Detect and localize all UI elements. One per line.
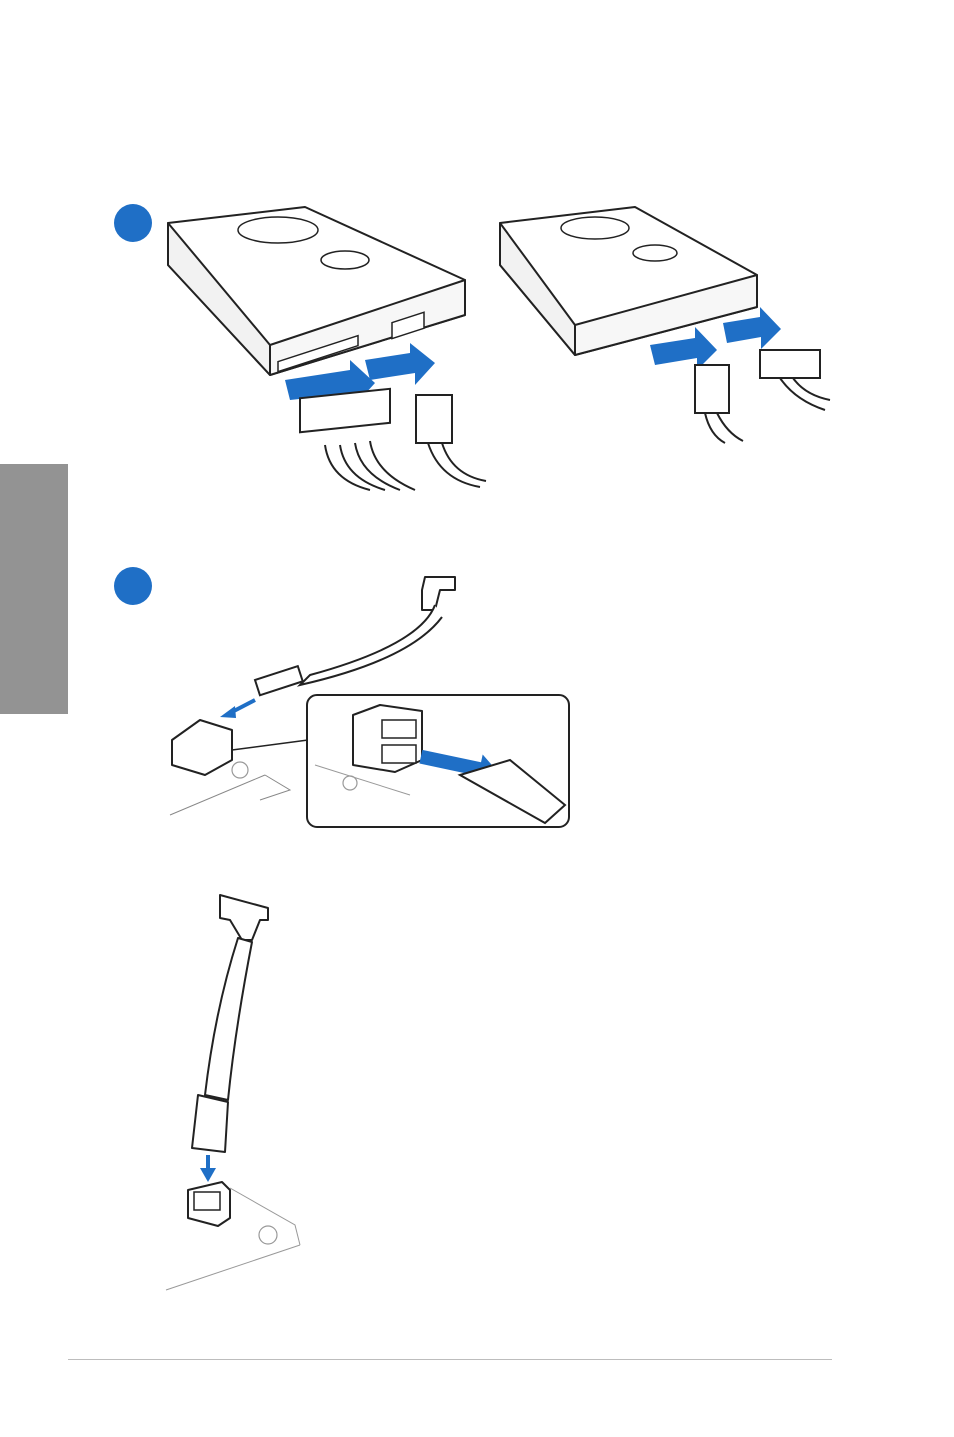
hdd-platter-left	[238, 217, 318, 243]
step-badge-2	[114, 567, 152, 605]
chapter-side-tab	[0, 464, 68, 714]
sata-motherboard-figure	[160, 565, 580, 835]
hdd-figure-left	[160, 195, 490, 495]
sata-vertical-figure	[160, 890, 320, 1300]
footer-divider	[68, 1359, 832, 1360]
step-badge-1	[114, 204, 152, 242]
hdd-figure-right	[495, 195, 835, 445]
